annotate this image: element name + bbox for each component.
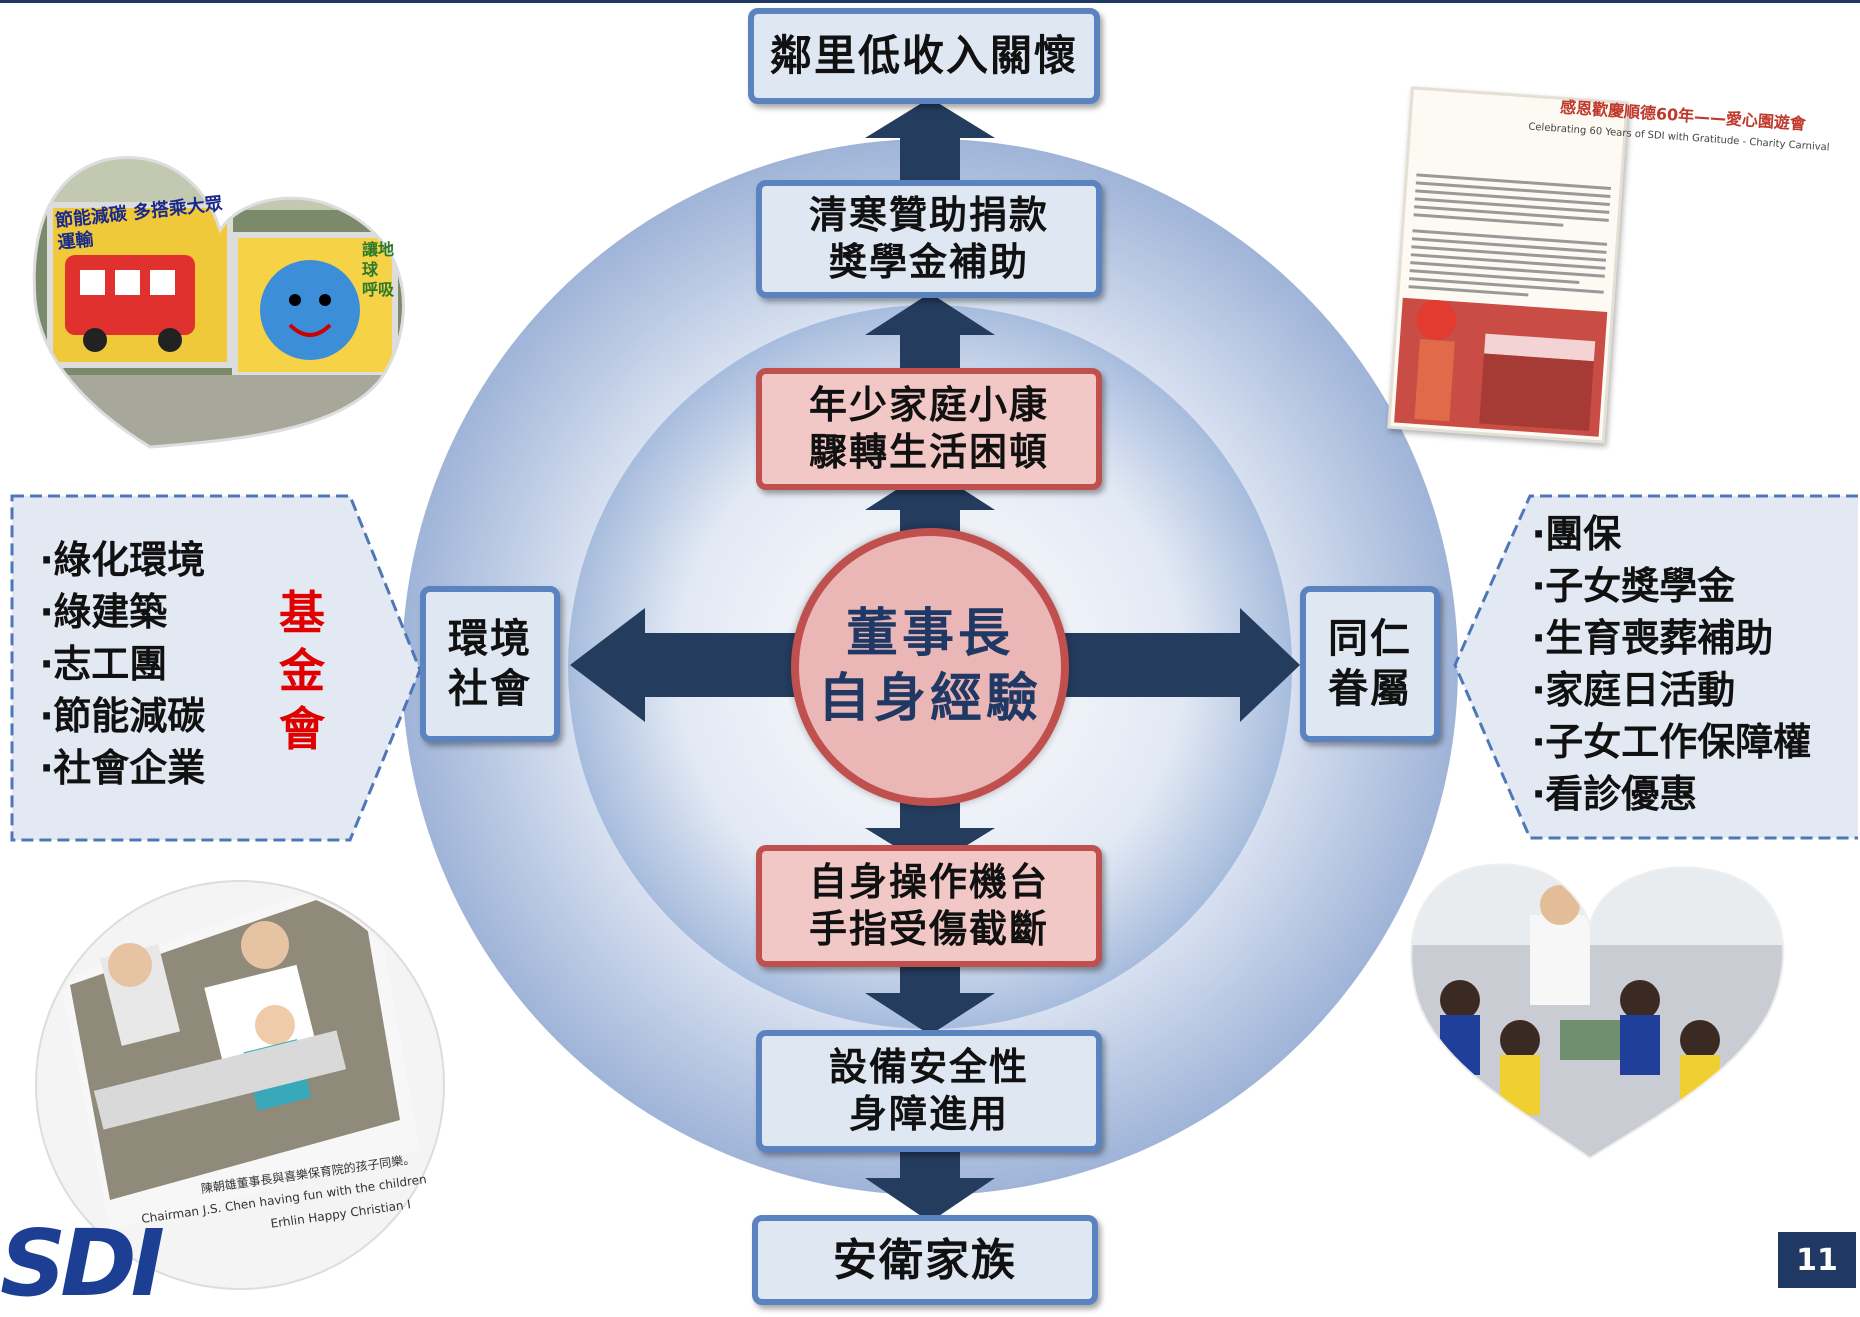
right-list-item: ‧子女獎學金 [1532, 564, 1736, 608]
right-list-item: ‧團保 [1532, 512, 1622, 556]
mural-photo [34, 157, 404, 447]
env-line2: 社會 [448, 666, 532, 712]
box-injury-line2: 手指受傷截斷 [808, 907, 1049, 951]
arrow-up-outer-wide [865, 98, 995, 138]
emp-line2: 眷屬 [1328, 666, 1412, 712]
right-list-item: ‧生育喪葬補助 [1532, 616, 1774, 660]
arrow-left [570, 608, 645, 722]
foundation-char: 會 [279, 702, 325, 756]
page-number: 11 [1778, 1232, 1856, 1288]
sdi-logo: SDI [0, 1210, 165, 1317]
center-line1: 董事長 [845, 604, 1014, 664]
right-list: ‧團保 ‧子女獎學金 ‧生育喪葬補助 ‧家庭日活動 ‧子女工作保障權 ‧看診優惠 [1532, 508, 1811, 820]
right-list-item: ‧家庭日活動 [1532, 668, 1736, 712]
box-safety-line2: 身障進用 [848, 1092, 1009, 1136]
box-equipment-safety: 設備安全性 身障進用 [756, 1030, 1102, 1152]
foundation-label: 基 金 會 [272, 584, 332, 758]
left-panel-border [10, 494, 422, 842]
box-youth-line1: 年少家庭小康 [808, 382, 1049, 427]
right-list-item: ‧看診優惠 [1532, 772, 1698, 816]
box-scholarship-donation: 清寒贊助捐款 獎學金補助 [756, 180, 1102, 298]
box-youth-hardship: 年少家庭小康 驟轉生活困頓 [756, 368, 1102, 490]
arrow-down-outer [865, 1178, 995, 1222]
box-safety-family-text: 安衛家族 [833, 1234, 1017, 1286]
left-list-item: ‧綠化環境 [40, 538, 206, 582]
arrow-down-mid [865, 993, 995, 1035]
arrow-right [1240, 608, 1300, 722]
box-injury-line1: 自身操作機台 [808, 859, 1049, 904]
box-employees-family: 同仁 眷屬 [1300, 586, 1440, 742]
center-chairman-experience: 董事長 自身經驗 [791, 528, 1069, 806]
carnival-document-photo [1387, 86, 1629, 444]
box-neighborhood-care: 鄰里低收入關懷 [748, 8, 1100, 104]
left-list-item: ‧綠建築 [40, 590, 168, 634]
box-finger-injury: 自身操作機台 手指受傷截斷 [756, 845, 1102, 967]
right-list-item: ‧子女工作保障權 [1532, 720, 1812, 764]
left-list-item: ‧志工團 [40, 642, 168, 686]
env-line1: 環境 [448, 616, 532, 662]
foundation-char: 金 [279, 644, 325, 698]
foundation-char: 基 [279, 586, 325, 640]
box-scholarship-line1: 清寒贊助捐款 [808, 192, 1049, 237]
box-youth-line2: 驟轉生活困頓 [808, 430, 1049, 474]
box-safety-family: 安衛家族 [752, 1215, 1098, 1305]
arrow-up-mid [865, 293, 995, 335]
box-safety-line1: 設備安全性 [828, 1044, 1029, 1089]
left-list: ‧綠化環境 ‧綠建築 ‧志工團 ‧節能減碳 ‧社會企業 [40, 534, 205, 794]
box-environment-society: 環境 社會 [420, 586, 560, 742]
box-neighborhood-care-text: 鄰里低收入關懷 [769, 30, 1078, 80]
mural-earth-text: 讓地球 呼吸 [362, 240, 395, 299]
top-rule [0, 0, 1860, 3]
left-list-item: ‧節能減碳 [40, 694, 206, 738]
chairman-photo-frame [35, 880, 445, 1290]
center-line2: 自身經驗 [817, 669, 1042, 729]
emp-line1: 同仁 [1328, 616, 1412, 662]
box-scholarship-line2: 獎學金補助 [828, 240, 1029, 284]
left-list-item: ‧社會企業 [40, 746, 206, 790]
right-panel-border [1453, 494, 1858, 840]
